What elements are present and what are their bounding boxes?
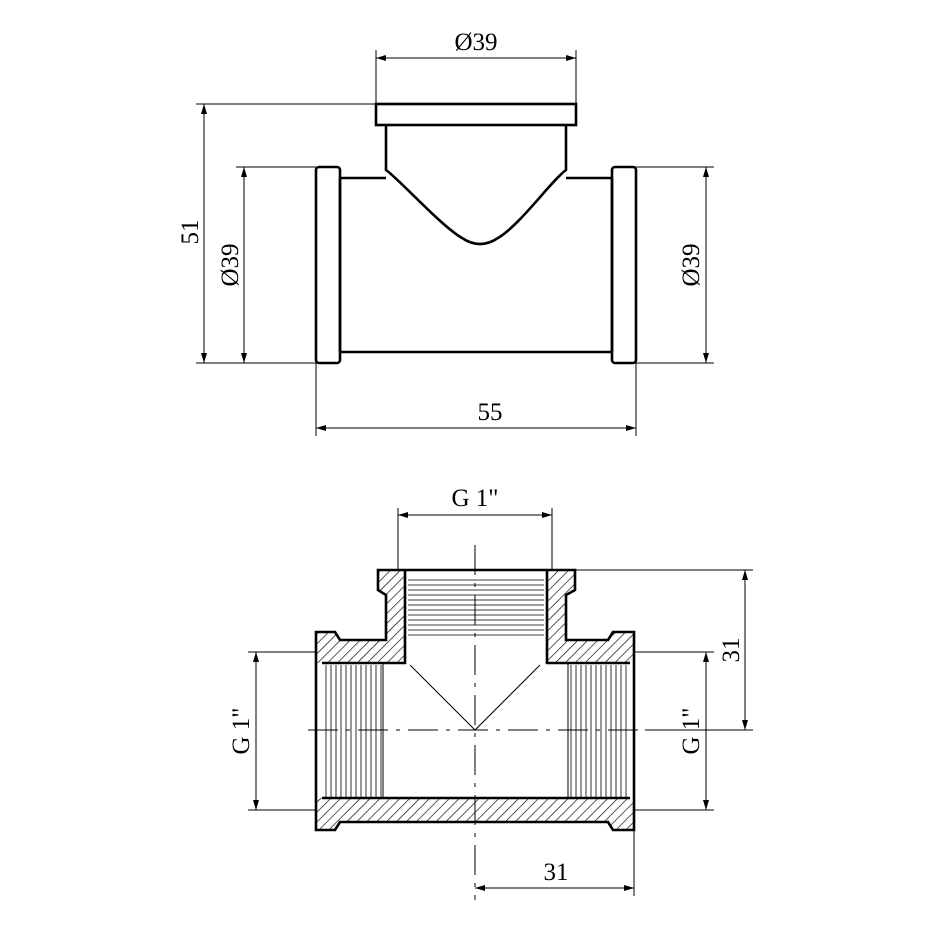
dimension-height: 51 (177, 103, 376, 364)
dim-label: 31 (718, 638, 745, 663)
dimension-length: 55 (315, 363, 637, 436)
dimension-right-diameter: Ø39 (636, 166, 714, 364)
body-ends (338, 178, 614, 352)
dimension-half-length: 31 (475, 830, 635, 896)
dimension-branch-height: 31 (575, 569, 753, 731)
dimension-left-diameter: Ø39 (217, 166, 316, 363)
dim-label: G 1" (451, 485, 498, 512)
top-flange (374, 102, 578, 127)
left-end-ring (314, 165, 342, 365)
dim-label: Ø39 (678, 243, 705, 286)
dim-label: Ø39 (454, 29, 497, 56)
inner-cavity (316, 568, 636, 798)
dimension-left-thread: G 1" (228, 651, 316, 811)
dimension-top-thread: G 1" (397, 485, 553, 570)
dimension-top-diameter: Ø39 (375, 29, 577, 104)
dimension-right-thread: G 1" (634, 651, 714, 811)
bore-outline (322, 570, 630, 800)
right-end-ring (610, 165, 638, 365)
top-thread (408, 579, 544, 636)
dim-label: 55 (478, 399, 503, 426)
body-outline (340, 176, 612, 354)
dim-label: 31 (544, 859, 569, 886)
dim-label: 51 (177, 220, 204, 245)
dim-label: G 1" (678, 707, 705, 754)
left-thread (325, 665, 382, 797)
section-outline (314, 568, 636, 832)
front-view: Ø39 51 Ø39 Ø39 55 (177, 29, 714, 436)
section-view: G 1" G 1" G 1" 31 31 (228, 485, 753, 900)
dim-label: G 1" (228, 707, 255, 754)
branch-neck (384, 125, 568, 246)
right-thread (570, 665, 627, 797)
dim-label: Ø39 (217, 243, 244, 286)
